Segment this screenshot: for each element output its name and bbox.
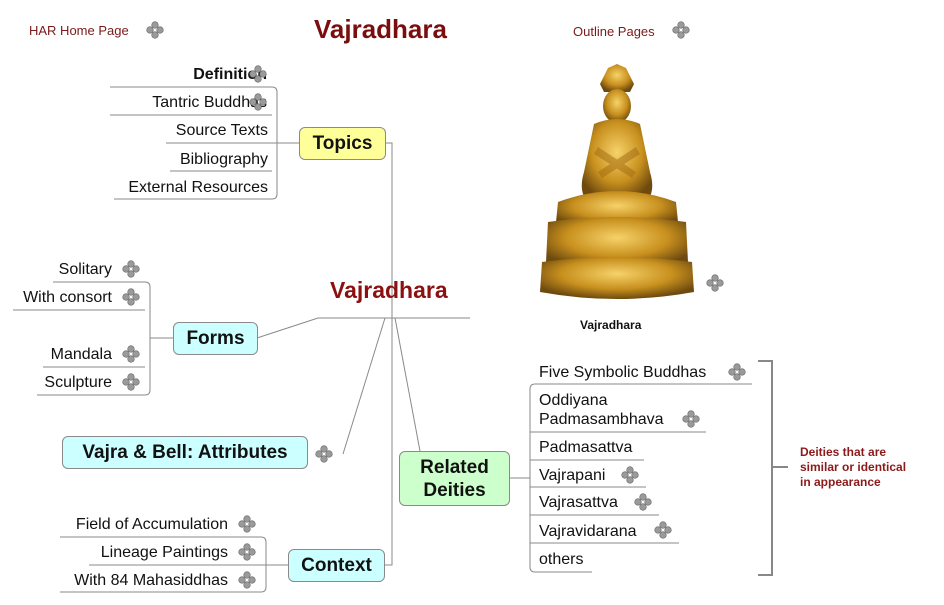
- form-solitary[interactable]: Solitary: [58, 261, 112, 278]
- link-cluster-icon[interactable]: [122, 373, 140, 391]
- topics-node[interactable]: Topics: [299, 127, 386, 160]
- note-line: in appearance: [800, 475, 881, 489]
- image-caption: Vajradhara: [580, 318, 642, 332]
- context-lineage-paintings[interactable]: Lineage Paintings: [100, 544, 228, 561]
- related-note: Deities that are similar or identical in…: [800, 445, 906, 490]
- topic-external-resources[interactable]: External Resources: [128, 179, 268, 196]
- link-cluster-icon[interactable]: [621, 466, 639, 484]
- context-node[interactable]: Context: [288, 549, 385, 582]
- vajra-bell-attributes-node[interactable]: Vajra & Bell: Attributes: [62, 436, 308, 469]
- page-title: Vajradhara: [314, 14, 447, 44]
- vajradhara-statue-image[interactable]: [538, 62, 696, 306]
- topic-source-texts[interactable]: Source Texts: [175, 122, 268, 139]
- outline-pages-link[interactable]: Outline Pages: [573, 24, 655, 39]
- link-cluster-icon[interactable]: [249, 65, 267, 83]
- related-vajravidarana[interactable]: Vajravidarana: [539, 523, 637, 540]
- link-cluster-icon[interactable]: [146, 21, 164, 39]
- forms-node[interactable]: Forms: [173, 322, 258, 355]
- related-label-line2: Deities: [423, 479, 486, 501]
- attributes-label: Vajra & Bell: Attributes: [82, 442, 288, 463]
- related-oddiyana[interactable]: Oddiyana: [539, 392, 608, 409]
- topic-definition[interactable]: Definition: [193, 66, 267, 83]
- link-cluster-icon[interactable]: [238, 543, 256, 561]
- link-cluster-icon[interactable]: [122, 345, 140, 363]
- central-topic[interactable]: Vajradhara: [330, 277, 448, 303]
- related-vajrapani[interactable]: Vajrapani: [539, 467, 606, 484]
- link-cluster-icon[interactable]: [238, 571, 256, 589]
- forms-label: Forms: [186, 328, 245, 349]
- form-mandala[interactable]: Mandala: [50, 346, 112, 363]
- link-cluster-icon[interactable]: [672, 21, 690, 39]
- context-label: Context: [301, 555, 372, 576]
- link-cluster-icon[interactable]: [122, 288, 140, 306]
- link-cluster-icon[interactable]: [682, 410, 700, 428]
- form-sculpture[interactable]: Sculpture: [44, 374, 112, 391]
- topics-label: Topics: [312, 133, 373, 154]
- context-field-of-accumulation[interactable]: Field of Accumulation: [75, 516, 228, 533]
- link-cluster-icon[interactable]: [249, 93, 267, 111]
- topic-bibliography[interactable]: Bibliography: [179, 151, 268, 168]
- note-line: similar or identical: [800, 460, 907, 474]
- link-cluster-icon[interactable]: [706, 274, 724, 292]
- context-84-mahasiddhas[interactable]: With 84 Mahasiddhas: [74, 572, 228, 589]
- topic-tantric-buddhas[interactable]: Tantric Buddhas: [152, 94, 267, 111]
- link-cluster-icon[interactable]: [654, 521, 672, 539]
- link-cluster-icon[interactable]: [238, 515, 256, 533]
- link-cluster-icon[interactable]: [122, 260, 140, 278]
- related-padmasambhava[interactable]: Padmasambhava: [539, 411, 664, 428]
- link-cluster-icon[interactable]: [634, 493, 652, 511]
- link-cluster-icon[interactable]: [315, 445, 333, 463]
- related-vajrasattva[interactable]: Vajrasattva: [539, 494, 618, 511]
- related-others[interactable]: others: [539, 551, 584, 568]
- form-with-consort[interactable]: With consort: [23, 289, 112, 306]
- link-cluster-icon[interactable]: [728, 363, 746, 381]
- related-label-line1: Related: [420, 456, 489, 478]
- note-line: Deities that are: [800, 445, 887, 459]
- har-home-page-link[interactable]: HAR Home Page: [29, 23, 129, 38]
- related-padmasattva[interactable]: Padmasattva: [539, 439, 633, 456]
- related-five-symbolic-buddhas[interactable]: Five Symbolic Buddhas: [539, 364, 707, 381]
